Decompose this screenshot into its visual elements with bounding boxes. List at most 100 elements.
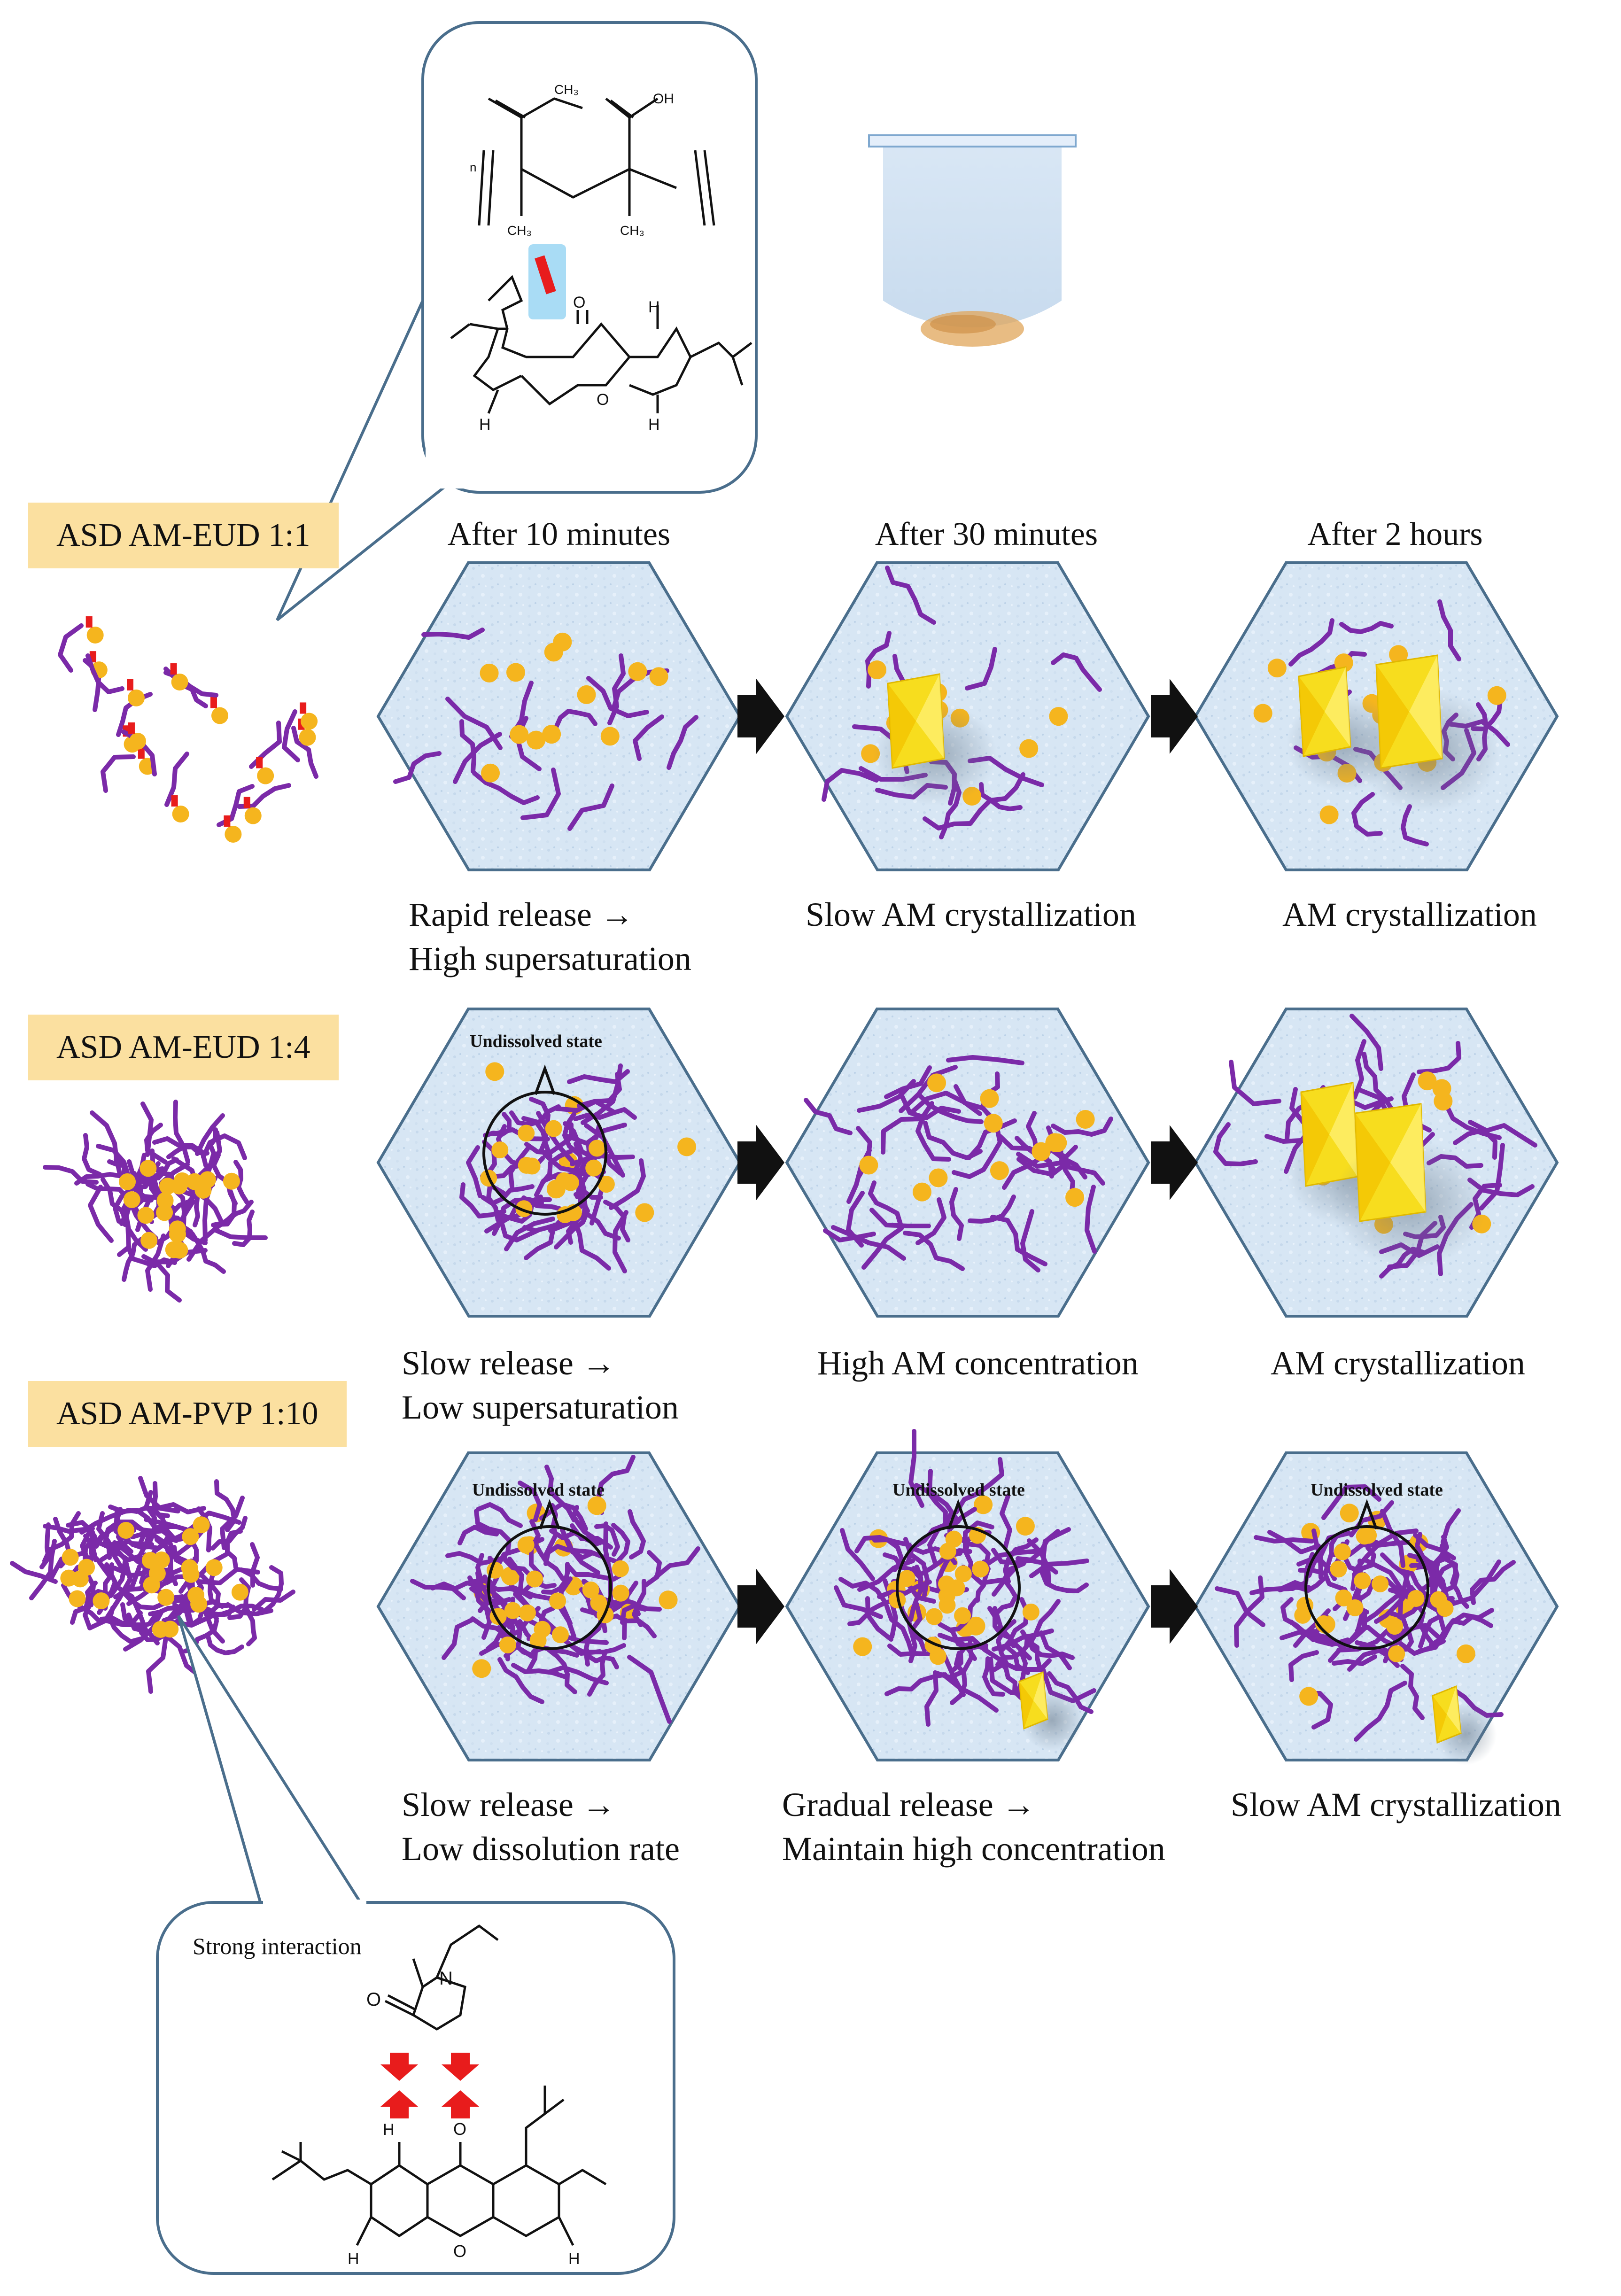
tag-row-2: ASD AM-EUD 1:4 — [28, 1015, 339, 1080]
r3c2-polymer-chain — [961, 1559, 1023, 1585]
r3c2-cluster-polymer-chain — [1003, 1537, 1039, 1584]
eud-1-4-drug-molecule — [119, 1173, 136, 1190]
pvp-1-10-drug-molecule — [231, 1583, 248, 1601]
r1c1-polymer-chain — [459, 719, 476, 774]
r2c1-cluster-drug-molecule — [555, 1172, 573, 1189]
r1c1-drug-molecule — [628, 662, 647, 681]
r3c2-cluster-polymer-chain — [854, 1535, 912, 1553]
r2c3-drug-molecule — [1418, 1071, 1437, 1091]
pvp-1-10-drug-molecule — [205, 1559, 223, 1576]
r3c2-cluster-drug-molecule — [954, 1565, 972, 1582]
r1c1-drug-molecule — [506, 663, 525, 682]
eud-1-4-drug-molecule — [140, 1232, 158, 1249]
r2c2-polymer-chain — [857, 1079, 916, 1113]
arrow-r3-a — [737, 1569, 784, 1644]
r2c1-cluster-drug-molecule — [597, 1176, 615, 1193]
caption-r1-c2-line1: Slow AM crystallization — [806, 896, 1136, 933]
pvp-1-10-drug-molecule — [62, 1549, 79, 1566]
r1c1-drug-molecule — [481, 763, 500, 783]
r2c3-polymer-chain — [1352, 1039, 1366, 1100]
r2c2-polymer-chain — [868, 1180, 903, 1226]
r3c2-cluster-polymer-chain — [847, 1599, 891, 1626]
r3c2-cluster-polymer-chain — [941, 1672, 999, 1713]
caption-r2-c3-line1: AM crystallization — [1271, 1344, 1525, 1382]
pvp-1-10-drug-molecule — [193, 1516, 210, 1534]
r2c1-cluster-drug-molecule — [585, 1159, 603, 1177]
eud-1-4-drug-molecule — [156, 1204, 173, 1221]
pvp-1-10-polymer-chain — [239, 1567, 283, 1591]
r3c2-cluster-polymer-chain — [865, 1596, 893, 1642]
r1c3-drug-molecule — [1389, 645, 1408, 664]
r3c1-cluster-polymer-chain — [539, 1502, 588, 1531]
r2c1-cluster-polymer-chain — [554, 1099, 616, 1114]
r2c2-drug-molecule — [1048, 1133, 1067, 1152]
r3c1-cluster-polymer-chain — [476, 1502, 523, 1528]
eud-1-1-drug-molecule — [257, 767, 274, 784]
caption-r3-c1-line1: Slow release → — [402, 1786, 616, 1823]
pvp-1-10-polymer-chain — [133, 1524, 188, 1563]
pvp-1-10-drug-molecule — [117, 1522, 135, 1539]
pvp-1-10-drug-molecule — [60, 1569, 78, 1587]
hex-content-r2-c3 — [1213, 1014, 1537, 1279]
r2c1-cluster-polymer-chain — [554, 1198, 590, 1249]
r2c3-polymer-chain — [1350, 1014, 1383, 1071]
r2c2-polymer-chain — [900, 1094, 961, 1120]
r2c1-drug-molecule — [677, 1137, 697, 1156]
r2c2-polymer-chain — [1061, 1153, 1105, 1186]
r3c1-cluster-polymer-chain — [543, 1544, 593, 1566]
pvp-1-10-polymer-chain — [262, 1565, 284, 1613]
bubble-r2-c1 — [482, 1091, 607, 1216]
callout-box-bottom — [156, 1901, 675, 2275]
r3c1-cluster-polymer-chain — [614, 1614, 657, 1638]
r2c1-cluster-polymer-chain — [522, 1218, 570, 1233]
eud-1-4-drug-molecule — [140, 1160, 157, 1177]
r3c1-cluster-drug-molecule — [534, 1621, 551, 1638]
hex-content-r3-c3 — [1215, 1484, 1516, 1765]
eud-1-4-polymer-chain — [139, 1157, 179, 1180]
r3c1-cluster-polymer-chain — [410, 1579, 466, 1600]
r2c1-cluster-drug-molecule — [545, 1120, 562, 1137]
r2c2-polymer-chain — [923, 1121, 983, 1160]
am-atom-oh-right: H — [568, 2250, 580, 2268]
hex-content-r1-c2 — [822, 566, 1102, 839]
arrow-r2-b — [1151, 1125, 1198, 1200]
r2c1-cluster-polymer-chain — [481, 1184, 535, 1206]
undissolved-r3-c1: Undissolved state — [472, 1480, 605, 1500]
pvp-1-10-drug-molecule — [141, 1551, 159, 1569]
eud-1-4-polymer-chain — [195, 1113, 225, 1156]
eudragit-structure — [478, 97, 715, 226]
r1c2-polymer-chain — [977, 772, 1025, 813]
pvp-1-10-drug-molecule — [157, 1589, 175, 1606]
undissolved-r3-c3: Undissolved state — [1311, 1480, 1443, 1500]
r3c3-cluster-drug-molecule — [1346, 1599, 1364, 1616]
r3c3-cluster-drug-molecule — [1388, 1645, 1405, 1662]
r3c1-drug-molecule — [659, 1590, 678, 1610]
r3c3-polymer-chain — [1470, 1560, 1516, 1605]
r3c1-drug-molecule — [472, 1659, 491, 1678]
r2c2-drug-molecule — [990, 1161, 1009, 1180]
r2c2-polymer-chain — [998, 1134, 1056, 1172]
r3c1-cluster-polymer-chain — [511, 1663, 568, 1679]
undissolved-r2-c1: Undissolved state — [470, 1032, 602, 1051]
r1c2-polymer-chain — [822, 768, 879, 802]
caption-r3-c2-line2: Maintain high concentration — [782, 1830, 1165, 1868]
eud-1-4-drug-molecule — [199, 1171, 216, 1188]
r3c2-cluster-polymer-chain — [908, 1565, 924, 1622]
pvp-1-10-polymer-chain — [138, 1476, 180, 1513]
r2c1-drug-molecule — [485, 1062, 504, 1081]
r3c1-cluster-polymer-chain — [467, 1575, 497, 1621]
pvp-1-10-polymer-chain — [126, 1613, 160, 1645]
hex-content-r3-c2 — [834, 1429, 1096, 1751]
eud-1-1-interaction-marker — [224, 815, 231, 827]
crystal-r2-c3-b — [1332, 1103, 1487, 1268]
r3c2-drug-molecule — [966, 1616, 985, 1636]
pvp-1-10-drug-molecule — [93, 1592, 110, 1610]
r2c1-polymer-chain — [613, 1210, 628, 1273]
pvp-1-10-polymer-chain — [210, 1516, 248, 1551]
r2c1-cluster-drug-molecule — [518, 1125, 535, 1142]
r2c2-drug-molecule — [1065, 1188, 1085, 1207]
r3c2-polymer-chain — [1047, 1671, 1094, 1714]
pvp-1-10-polymer-chain — [118, 1587, 168, 1610]
r2c1-cluster-polymer-chain — [573, 1107, 637, 1121]
r1c1-polymer-chain — [567, 783, 614, 831]
